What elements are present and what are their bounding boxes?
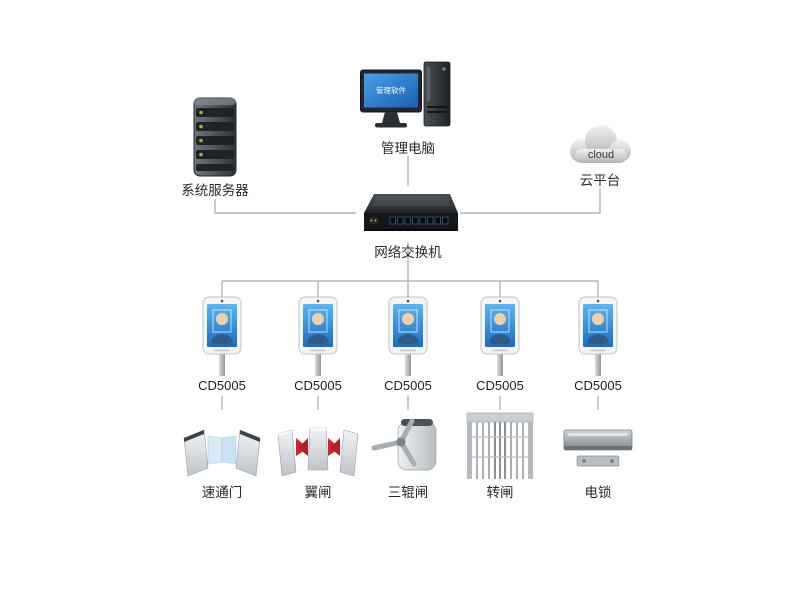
cloud-label: 云平台 [579, 173, 621, 188]
node-device-maglock: 电锁 [553, 410, 643, 501]
device-label-flap: 翼闸 [304, 485, 332, 500]
fullheight-turnstile-icon [466, 412, 534, 479]
speed-gate-iconbox [180, 410, 264, 482]
fullheight-turnstile-iconbox [464, 410, 536, 482]
terminal-label-2: CD5005 [294, 378, 342, 393]
node-terminal-3: CD5005 [378, 296, 438, 394]
face-terminal-icon [298, 296, 338, 376]
flap-barrier-iconbox [276, 410, 360, 482]
terminal-label-5: CD5005 [574, 378, 622, 393]
terminal-label-3: CD5005 [384, 378, 432, 393]
maglock-icon [563, 429, 633, 467]
face-terminal-icon [388, 296, 428, 376]
switch-label: 网络交换机 [374, 245, 442, 260]
device-label-maglock: 电锁 [584, 485, 612, 500]
face-terminal-icon [578, 296, 618, 376]
tripod-turnstile-iconbox [368, 410, 448, 482]
node-device-speedgate: 速通门 [177, 410, 267, 501]
node-terminal-2: CD5005 [288, 296, 348, 394]
wire-cloud-switch [460, 188, 601, 214]
terminal-label-4: CD5005 [476, 378, 524, 393]
device-label-speedgate: 速通门 [201, 485, 243, 500]
server-icon [193, 97, 237, 177]
device-label-fullheight: 转闸 [486, 485, 514, 500]
computer-icon: 管理软件 [360, 61, 451, 128]
node-terminal-5: CD5005 [568, 296, 628, 394]
computer-label: 管理电脑 [381, 141, 435, 156]
node-switch: 网络交换机 [352, 186, 464, 261]
node-terminal-1: CD5005 [192, 296, 252, 394]
cloud-icon: cloud [570, 125, 631, 163]
node-device-flap: 翼闸 [273, 410, 363, 501]
device-label-tripod: 三辊闸 [387, 485, 429, 500]
speed-gate-icon [183, 429, 261, 477]
node-terminal-4: CD5005 [470, 296, 530, 394]
switch-icon [364, 194, 458, 231]
face-terminal-icon [202, 296, 242, 376]
maglock-iconbox [560, 410, 636, 482]
tripod-turnstile-icon [371, 418, 437, 471]
node-device-tripod: 三辊闸 [363, 410, 453, 501]
wire-server-switch [214, 199, 356, 214]
flap-barrier-icon [277, 427, 359, 477]
server-label: 系统服务器 [181, 183, 249, 198]
node-cloud: cloud 云平台 [556, 120, 644, 189]
node-computer: 管理软件 管理电脑 [352, 60, 464, 157]
cloud-word: cloud [588, 149, 614, 161]
node-device-fullheight: 转闸 [455, 410, 545, 501]
computer-screen-text: 管理软件 [376, 85, 406, 95]
terminal-label-1: CD5005 [198, 378, 246, 393]
face-terminal-icon [480, 296, 520, 376]
node-server: 系统服务器 [165, 96, 265, 199]
